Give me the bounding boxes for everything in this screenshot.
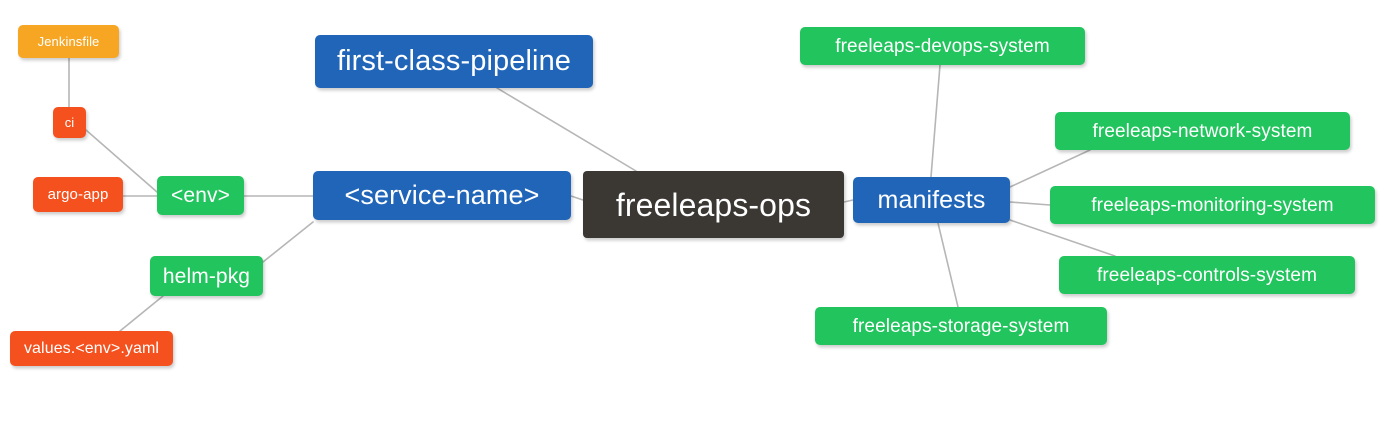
mindmap-node-jenkinsfile[interactable]: Jenkinsfile — [18, 25, 119, 58]
edge-helm-pkg-to-values-yaml — [119, 295, 164, 332]
mindmap-node-monitoring[interactable]: freeleaps-monitoring-system — [1050, 186, 1375, 224]
edge-manifests-to-devops — [930, 64, 941, 178]
edge-service-name-to-helm-pkg — [262, 221, 314, 263]
edge-manifests-to-storage — [937, 222, 959, 308]
mindmap-node-env[interactable]: <env> — [157, 176, 244, 215]
edge-service-name-to-root — [570, 195, 584, 201]
mindmap-node-storage[interactable]: freeleaps-storage-system — [815, 307, 1107, 345]
edge-pipeline-to-root — [496, 87, 637, 172]
mindmap-node-root[interactable]: freeleaps-ops — [583, 171, 844, 238]
mindmap-node-helm-pkg[interactable]: helm-pkg — [150, 256, 263, 296]
mindmap-node-devops[interactable]: freeleaps-devops-system — [800, 27, 1085, 65]
edge-root-to-manifests — [843, 199, 854, 203]
mindmap-node-controls[interactable]: freeleaps-controls-system — [1059, 256, 1355, 294]
mindmap-node-service-name[interactable]: <service-name> — [313, 171, 571, 220]
mindmap-node-pipeline[interactable]: first-class-pipeline — [315, 35, 593, 88]
mindmap-node-values-yaml[interactable]: values.<env>.yaml — [10, 331, 173, 366]
mindmap-node-argo-app[interactable]: argo-app — [33, 177, 123, 212]
edge-manifests-to-controls — [1009, 219, 1116, 257]
mindmap-node-manifests[interactable]: manifests — [853, 177, 1010, 223]
edge-manifests-to-monitoring — [1009, 201, 1051, 206]
mindmap-node-network[interactable]: freeleaps-network-system — [1055, 112, 1350, 150]
edge-manifests-to-network — [1009, 149, 1091, 188]
mindmap-node-ci[interactable]: ci — [53, 107, 86, 138]
